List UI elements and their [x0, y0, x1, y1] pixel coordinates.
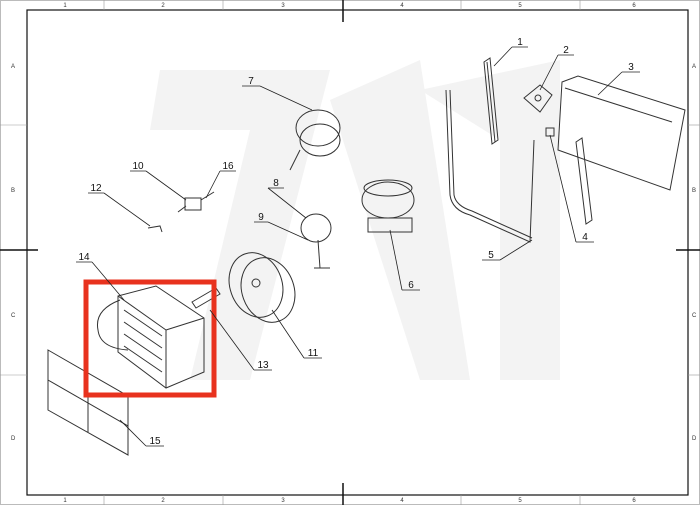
callout-15: 15	[149, 436, 161, 447]
callout-6: 6	[408, 280, 414, 291]
row-labels: A B C D A B C D	[11, 64, 697, 442]
part-2-bracket	[523, 84, 553, 113]
svg-text:1: 1	[63, 498, 67, 504]
svg-text:C: C	[11, 313, 16, 319]
svg-text:4: 4	[400, 498, 404, 504]
svg-text:B: B	[11, 188, 15, 194]
svg-text:6: 6	[632, 3, 636, 9]
part-5-tube	[445, 89, 535, 243]
part-14-condenser	[96, 285, 205, 389]
svg-text:5: 5	[518, 498, 522, 504]
svg-text:4: 4	[400, 3, 404, 9]
svg-text:A: A	[692, 64, 696, 70]
column-labels-top: 1 2 3 4 5 6	[63, 3, 636, 9]
highlight-box-part-14	[83, 279, 217, 398]
column-labels-bottom: 1 2 3 4 5 6	[63, 498, 636, 504]
part-3-panel	[557, 75, 686, 191]
callout-13: 13	[257, 360, 269, 371]
callout-7: 7	[248, 76, 254, 87]
svg-text:2: 2	[161, 3, 165, 9]
svg-text:6: 6	[632, 498, 636, 504]
watermark-logo	[150, 60, 560, 380]
part-13-drier	[191, 287, 221, 309]
callout-1: 1	[517, 37, 523, 48]
callout-3: 3	[628, 62, 634, 73]
part-8-fan-motor	[300, 213, 332, 269]
callout-14: 14	[78, 252, 90, 263]
callout-5: 5	[488, 250, 494, 261]
callout-12: 12	[90, 183, 102, 194]
callout-16: 16	[222, 161, 234, 172]
drawing-frame	[26, 9, 689, 496]
part-1-rail	[483, 57, 499, 145]
callout-10: 10	[132, 161, 144, 172]
svg-text:C: C	[692, 313, 697, 319]
callout-4: 4	[582, 232, 588, 243]
callout-2: 2	[563, 45, 569, 56]
svg-text:2: 2	[161, 498, 165, 504]
part-12-clip	[147, 225, 163, 233]
part-7-capillary-coil	[289, 109, 341, 171]
part-10-valve	[177, 191, 215, 213]
svg-text:B: B	[692, 188, 696, 194]
svg-text:3: 3	[281, 3, 285, 9]
svg-text:D: D	[11, 436, 16, 442]
svg-text:A: A	[11, 64, 15, 70]
callout-labels: 1 2 3 4 5 6 7 8 9 10 11 12 13 14 15 16	[78, 37, 634, 447]
svg-text:1: 1	[63, 3, 67, 9]
callout-9: 9	[258, 212, 264, 223]
callout-11: 11	[308, 348, 319, 359]
leader-lines	[76, 46, 640, 447]
svg-text:5: 5	[518, 3, 522, 9]
callout-8: 8	[273, 178, 279, 189]
svg-text:3: 3	[281, 498, 285, 504]
svg-text:D: D	[692, 436, 697, 442]
